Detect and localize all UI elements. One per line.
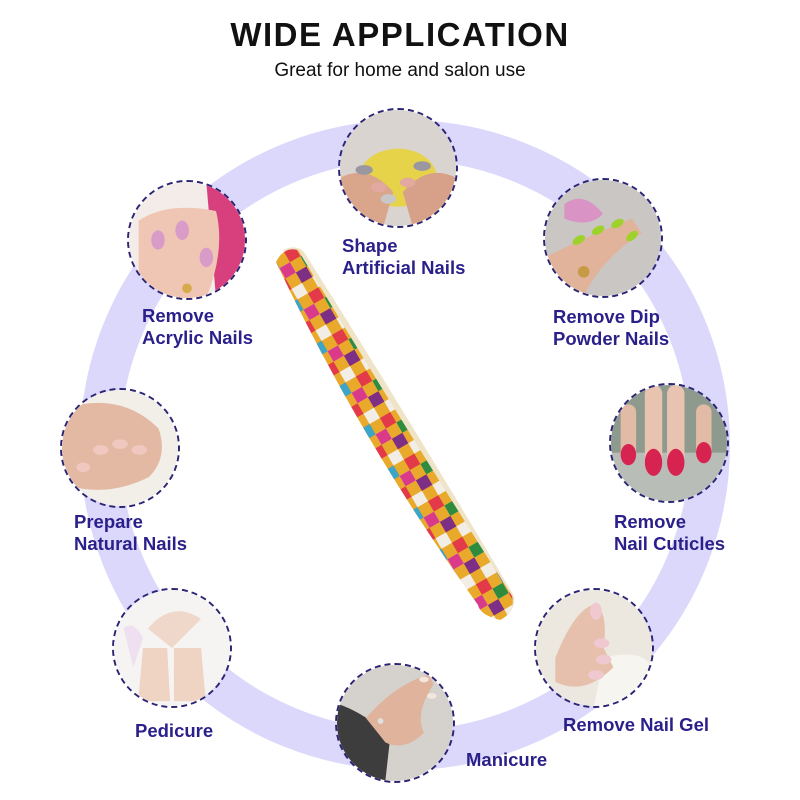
label-pedicure: Pedicure	[135, 720, 214, 741]
green-nails-photo-icon	[545, 180, 661, 296]
application-photo-manicure	[335, 663, 455, 783]
application-photo-remove-nail-gel	[534, 588, 654, 708]
application-photo-prepare-natural-nails	[60, 388, 180, 508]
pink-nails-photo-icon	[129, 182, 245, 298]
application-photo-remove-acrylic-nails	[127, 180, 247, 300]
page-title: WIDE APPLICATION	[230, 16, 570, 53]
french-nails-photo-icon	[536, 590, 652, 706]
label-remove-acrylic-nails: Remove Acrylic Nails	[142, 305, 254, 348]
label-remove-dip-powder-nails: Remove Dip Powder Nails	[553, 306, 670, 349]
application-photo-remove-dip-powder-nails	[543, 178, 663, 298]
label-remove-nail-cuticles: Remove Nail Cuticles	[614, 511, 726, 554]
red-nails-photo-icon	[611, 385, 727, 501]
application-photo-remove-nail-cuticles	[609, 383, 729, 503]
label-shape-artificial-nails: Shape Artificial Nails	[342, 235, 466, 278]
label-manicure: Manicure	[466, 749, 548, 770]
application-photo-shape-artificial-nails	[338, 108, 458, 228]
feet-photo-icon	[114, 590, 230, 706]
hands-mug-photo-icon	[340, 110, 456, 226]
page-subtitle: Great for home and salon use	[274, 60, 526, 81]
hand-ring-photo-icon	[337, 665, 453, 781]
label-remove-nail-gel: Remove Nail Gel	[563, 714, 710, 735]
label-prepare-natural-nails: Prepare Natural Nails	[74, 511, 188, 554]
application-photo-pedicure	[112, 588, 232, 708]
natural-nails-photo-icon	[62, 390, 178, 506]
